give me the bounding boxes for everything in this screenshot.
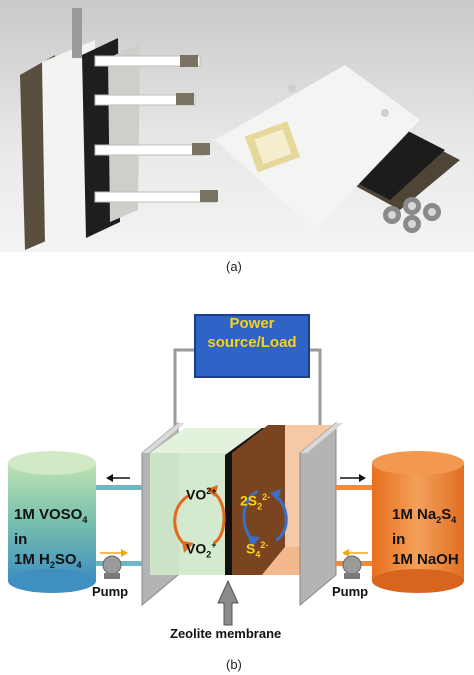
- left-tank-label: 1M VOSO4 in 1M H2SO4: [14, 506, 88, 570]
- pump-left-icon: [102, 555, 122, 579]
- pump-right-icon: [342, 555, 362, 579]
- pump-right-label: Pump: [332, 584, 369, 599]
- caption-a: (a): [226, 259, 242, 274]
- caption-b: (b): [226, 657, 242, 672]
- ion-vo2p: VO2+: [186, 486, 217, 503]
- right-tank: [372, 451, 464, 593]
- threaded-rods: [94, 55, 218, 203]
- power-source-label: Power source/Load: [207, 315, 297, 351]
- cell-photograph: [0, 0, 474, 252]
- ion-s2: 2S22-: [240, 492, 271, 512]
- membrane-pointer-arrow: [217, 579, 239, 626]
- membrane-label: Zeolite membrane: [170, 626, 282, 641]
- ion-vo2plus: VO2+: [186, 540, 217, 560]
- right-tank-label: 1M Na2S4 in 1M NaOH: [392, 506, 459, 568]
- hex-nuts: [383, 197, 441, 233]
- flow-battery-schematic: [8, 314, 464, 626]
- left-tank: [8, 451, 96, 593]
- power-source-box: [194, 314, 310, 378]
- ion-s4: S42-: [246, 540, 269, 560]
- pump-left-label: Pump: [92, 584, 129, 599]
